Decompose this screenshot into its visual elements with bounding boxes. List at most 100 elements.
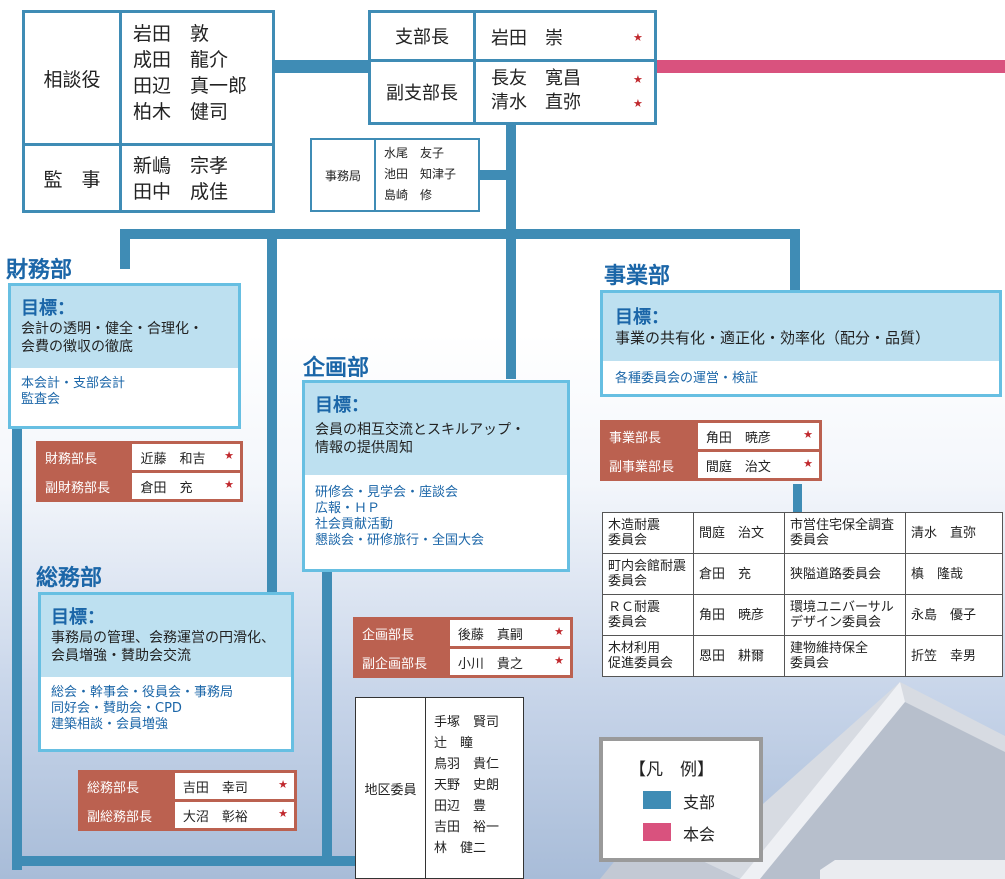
committee-chair: 恩田 耕爾 — [693, 635, 785, 677]
committee-chair: 間庭 治文 — [693, 512, 785, 554]
legend-label: 本会 — [683, 825, 716, 844]
connector-business-committees — [793, 484, 802, 514]
committee-name: 環境ユニバーサル — [790, 600, 894, 615]
district-member: 鳥羽 貴仁 — [434, 757, 500, 772]
committee-name: 狭隘道路委員会 — [790, 566, 882, 582]
auditors-label: 監 事 — [43, 168, 101, 191]
connector-finance-drop — [120, 229, 130, 269]
committee-chair: 折笠 幸男 — [905, 635, 1003, 677]
chief-role: 副企画部長 — [362, 656, 428, 672]
chief-name: 角田 暁彦 — [705, 430, 771, 446]
goal-label: 目標： — [615, 307, 669, 328]
business-chiefs: 事業部長角田 暁彦★ 副事業部長間庭 治文★ — [600, 420, 822, 481]
goal-text: 会員の相互交流とスキルアップ・ — [315, 422, 525, 438]
table-row: 木造耐震委員会 間庭 治文 市営住宅保全調査委員会 清水 直弥 — [602, 512, 1003, 554]
deputy-role: 副支部長 — [386, 83, 458, 104]
connector-leaders-down — [506, 122, 516, 236]
connector-bottom-horizontal — [12, 856, 360, 866]
chief-role: 企画部長 — [362, 627, 415, 643]
secretariat-name: 水尾 友子 — [384, 146, 445, 160]
task-item: 各種委員会の運営・検証 — [615, 371, 759, 386]
committee-name: 委員会 — [608, 533, 648, 548]
task-item: 懇談会・研修旅行・全国大会 — [315, 533, 485, 548]
committee-name: 委員会 — [790, 533, 830, 548]
committee-name: 委員会 — [790, 656, 830, 671]
deputy-name: 長友 寛昌 — [491, 68, 581, 89]
secretariat-label: 事務局 — [324, 168, 361, 183]
business-title: 事業部 — [604, 264, 671, 289]
connector-headquarters — [655, 60, 1005, 73]
auditor-name: 新嶋 宗孝 — [133, 155, 229, 177]
legend-title: 【凡 例】 — [629, 760, 714, 780]
district-label: 地区委員 — [364, 782, 417, 798]
advisors-auditors-box: 相談役 岩田 敦 成田 龍介 田辺 真一郎 柏木 健司 監 事 新嶋 宗孝 田中… — [22, 10, 275, 213]
advisor-name: 柏木 健司 — [133, 101, 229, 123]
auditor-name: 田中 成佳 — [133, 181, 229, 203]
goal-text: 会費の徴収の徹底 — [21, 339, 133, 355]
planning-goal-box: 目標： 会員の相互交流とスキルアップ・ 情報の提供周知 研修会・見学会・座談会 … — [302, 380, 570, 572]
chief-name: 小川 貴之 — [457, 656, 523, 672]
branch-head-name: 岩田 崇 — [491, 28, 563, 49]
committee-name: 建物維持保全 — [790, 641, 869, 656]
committee-chair: 槙 隆哉 — [905, 553, 1003, 595]
planning-title: 企画部 — [303, 356, 370, 381]
chief-role: 副総務部長 — [87, 809, 153, 825]
advisors-label: 相談役 — [43, 68, 101, 91]
chief-role: 副財務部長 — [45, 480, 111, 496]
task-item: 研修会・見学会・座談会 — [315, 485, 459, 500]
table-row: 町内会館耐震委員会 倉田 充 狭隘道路委員会 槙 隆哉 — [602, 553, 1003, 595]
advisor-name: 成田 龍介 — [133, 49, 229, 71]
chief-role: 副事業部長 — [609, 459, 675, 475]
star-icon: ★ — [633, 73, 643, 86]
connector-secretariat — [478, 170, 510, 180]
finance-goal-box: 目標： 会計の透明・健全・合理化・ 会費の徴収の徹底 本会計・支部会計 監査会 — [8, 283, 241, 429]
district-committee-box: 地区委員 手塚 賢司 辻 瞳 鳥羽 貴仁 天野 史朗 田辺 豊 吉田 裕一 林 … — [355, 697, 524, 879]
star-icon: ★ — [633, 97, 643, 110]
committee-chair: 倉田 充 — [693, 553, 785, 595]
goal-text: 情報の提供周知 — [315, 440, 413, 456]
star-icon: ★ — [278, 778, 288, 791]
branch-head-role: 支部長 — [395, 27, 449, 48]
advisor-name: 岩田 敦 — [133, 23, 210, 45]
connector-advisors-leaders — [272, 60, 370, 73]
district-member: 辻 瞳 — [434, 736, 474, 751]
chief-name: 間庭 治文 — [705, 459, 771, 475]
star-icon: ★ — [803, 457, 813, 470]
connector-business-drop — [790, 229, 800, 291]
chief-role: 事業部長 — [609, 430, 662, 446]
general-chiefs: 総務部長吉田 幸司★ 副総務部長大沼 彰裕★ — [78, 770, 297, 831]
task-item: 広報・ＨＰ — [315, 501, 381, 516]
connector-planning-drop — [506, 229, 516, 379]
goal-label: 目標： — [315, 395, 369, 416]
legend-swatch-branch — [643, 791, 671, 809]
goal-text: 事務局の管理、会務運営の円滑化、 — [51, 630, 275, 646]
chief-name: 後藤 真嗣 — [457, 627, 523, 643]
legend-swatch-headquarters — [643, 823, 671, 841]
table-row: 木材利用促進委員会 恩田 耕爾 建物維持保全委員会 折笠 幸男 — [602, 635, 1003, 677]
secretariat-name: 池田 知津子 — [384, 167, 457, 181]
connector-general-drop — [267, 229, 277, 619]
chief-role: 総務部長 — [87, 780, 140, 796]
star-icon: ★ — [278, 807, 288, 820]
district-member: 手塚 賢司 — [434, 715, 500, 730]
task-item: 社会貢献活動 — [315, 517, 394, 532]
committees-table: 木造耐震委員会 間庭 治文 市営住宅保全調査委員会 清水 直弥 町内会館耐震委員… — [602, 512, 1003, 677]
task-item: 総会・幹事会・役員会・事務局 — [51, 685, 234, 700]
committee-name: 委員会 — [608, 574, 648, 589]
secretariat-box: 事務局 水尾 友子 池田 知津子 島崎 修 — [310, 138, 480, 212]
district-member: 田辺 豊 — [434, 799, 487, 814]
committee-chair: 清水 直弥 — [905, 512, 1003, 554]
goal-text: 事業の共有化・適正化・効率化（配分・品質） — [615, 329, 931, 347]
goal-text: 会計の透明・健全・合理化・ — [21, 321, 203, 337]
committee-name: デザイン委員会 — [790, 615, 882, 630]
connector-planning-bottom — [322, 570, 332, 865]
star-icon: ★ — [633, 31, 643, 44]
committee-name: 促進委員会 — [608, 656, 674, 671]
legend-box: 【凡 例】 支部 本会 — [599, 737, 763, 862]
star-icon: ★ — [224, 478, 234, 491]
chief-name: 吉田 幸司 — [182, 780, 248, 796]
committee-chair: 永島 優子 — [905, 594, 1003, 636]
committee-name: 委員会 — [608, 615, 648, 630]
deputy-name: 清水 直弥 — [491, 92, 581, 113]
advisor-name: 田辺 真一郎 — [133, 75, 248, 97]
